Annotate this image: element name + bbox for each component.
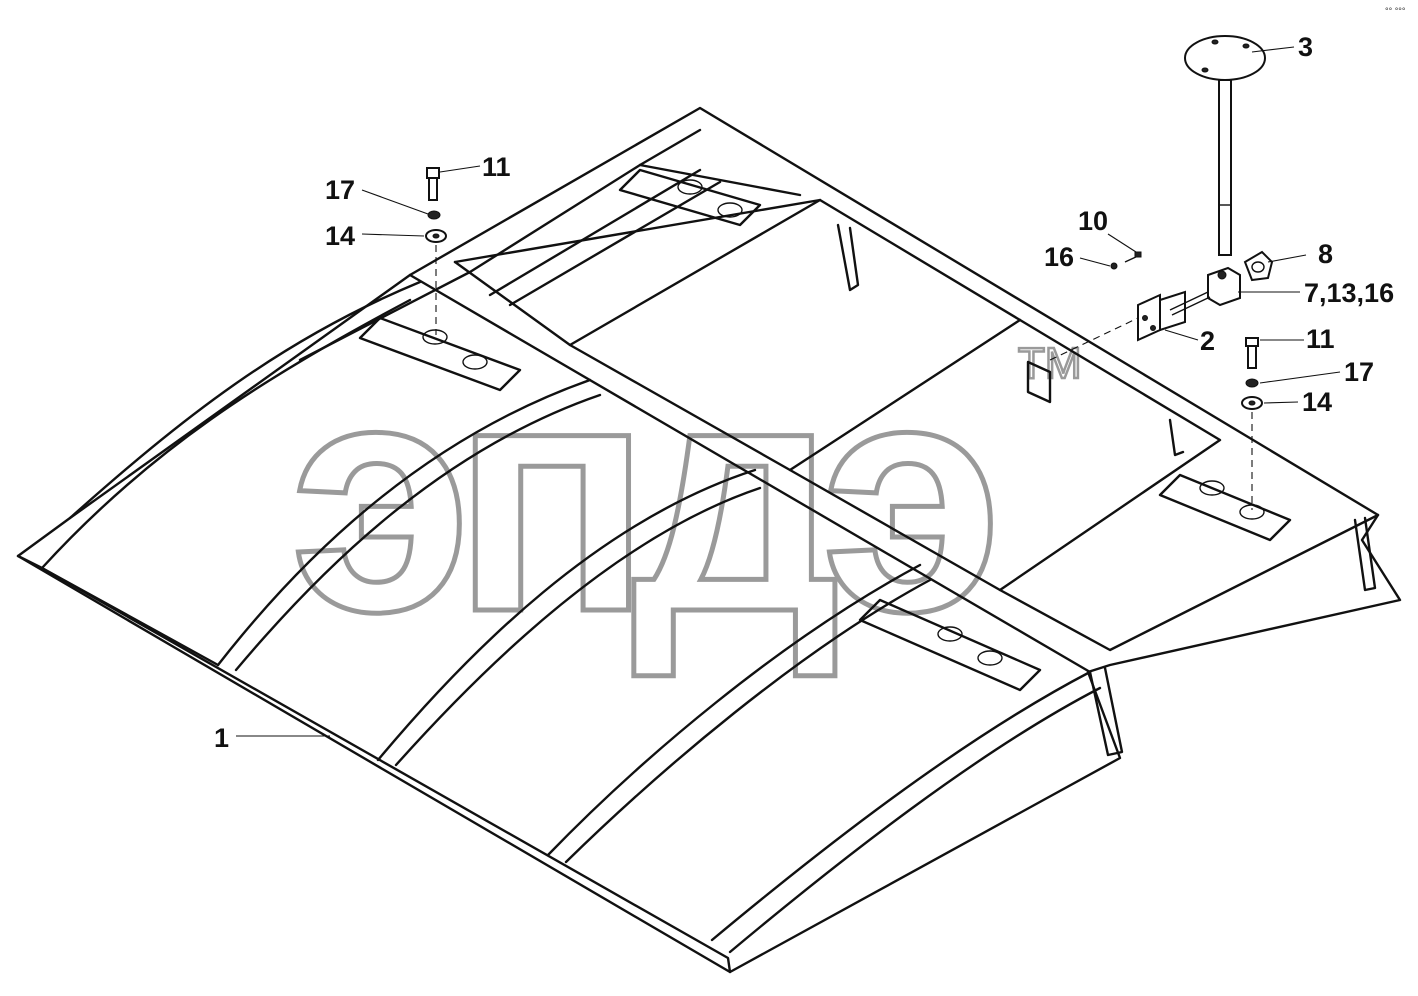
- small-bolt: [1110, 251, 1142, 270]
- callout-labels: 1 2 3 8 7,13,16 10 16 11 17 14 11 17 14: [214, 32, 1394, 753]
- canopy-frame: [16, 106, 1402, 974]
- clamp-assembly: [1207, 250, 1274, 307]
- callout-17-left: 17: [325, 175, 355, 205]
- callout-16: 16: [1044, 242, 1074, 272]
- leaders: [236, 46, 1341, 737]
- watermark-text: эпдэ: [290, 311, 991, 680]
- callout-10: 10: [1078, 206, 1108, 236]
- callout-3: 3: [1298, 32, 1313, 62]
- callout-7-13-16: 7,13,16: [1304, 278, 1394, 308]
- mast-with-plate: [1184, 35, 1266, 256]
- watermark: эпдэ TM: [288, 309, 1083, 683]
- callout-11-left: 11: [482, 152, 511, 182]
- callout-8: 8: [1318, 239, 1333, 269]
- corner-text: °° °°°: [1385, 6, 1406, 16]
- fastener-stack-right: [1241, 337, 1263, 510]
- callout-14-right: 14: [1302, 387, 1332, 417]
- bolt-icon: [1245, 337, 1259, 347]
- mounting-bracket: [1137, 290, 1211, 342]
- callout-11-right: 11: [1306, 324, 1335, 354]
- lock-washer-icon: [427, 210, 441, 220]
- callout-14-left: 14: [325, 221, 355, 251]
- callout-17-right: 17: [1344, 357, 1374, 387]
- callout-2: 2: [1200, 326, 1215, 356]
- bolt-icon: [426, 167, 440, 179]
- lock-washer-icon: [1245, 378, 1259, 388]
- fastener-stack-left: [425, 167, 447, 335]
- callout-1: 1: [214, 723, 229, 753]
